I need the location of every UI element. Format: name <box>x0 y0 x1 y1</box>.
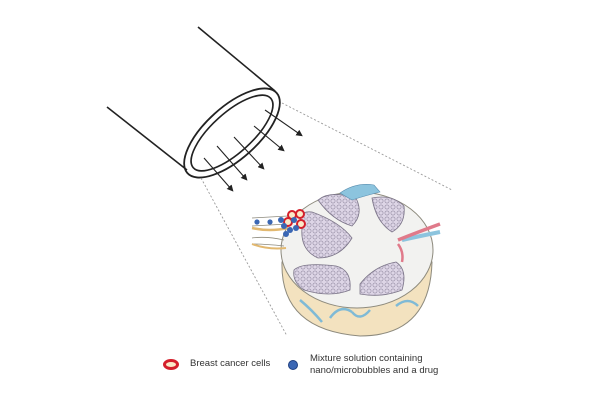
ultrasound-wave-arrows <box>203 109 303 192</box>
ultrasound-probe <box>106 26 281 179</box>
beam-dashed-outline <box>200 102 453 337</box>
cancer-cell-cluster <box>278 209 306 237</box>
lymph-node-illustration <box>251 184 441 337</box>
